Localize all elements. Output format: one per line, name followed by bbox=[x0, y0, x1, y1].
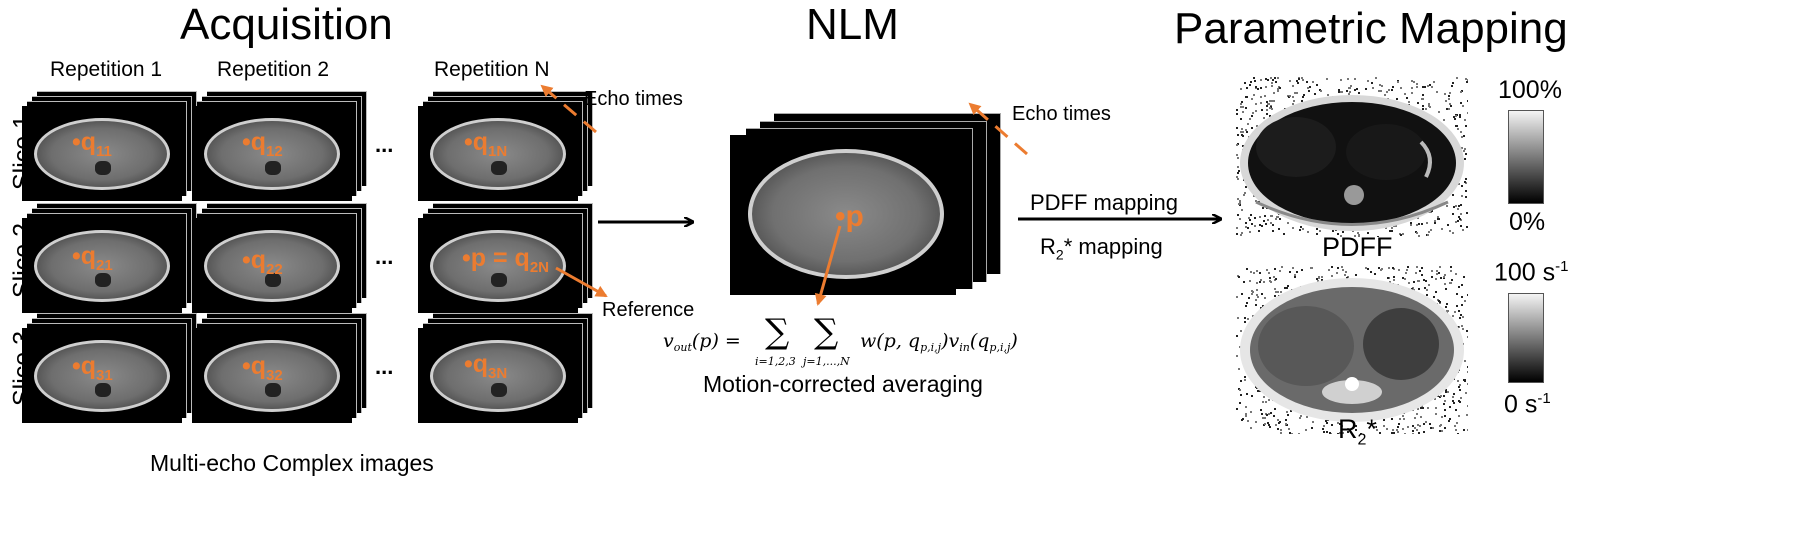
mri-stack-slice-2-rep-n bbox=[418, 203, 593, 313]
ellipsis-row-1: ... bbox=[375, 132, 394, 157]
label-q21: •q21 bbox=[72, 242, 113, 274]
ellipsis-row-3: ... bbox=[375, 354, 394, 379]
column-header-repetition-n: Repetition N bbox=[434, 58, 550, 81]
r2-caption: R2* bbox=[1338, 414, 1377, 449]
parametric-mapping-title: Parametric Mapping bbox=[1174, 4, 1568, 53]
multi-echo-caption: Multi-echo Complex images bbox=[150, 450, 434, 476]
mri-stack-slice-1-rep-2 bbox=[192, 91, 367, 201]
r2-colorbar-min: 0 s-1 bbox=[1504, 390, 1551, 419]
pdff-colorbar-max: 100% bbox=[1498, 76, 1562, 104]
nlm-image-stack bbox=[730, 113, 1001, 295]
r2-mapping-label: R2* mapping bbox=[1040, 234, 1163, 263]
acquisition-title: Acquisition bbox=[180, 0, 393, 49]
label-p-equals-q2n: •p = q2N bbox=[462, 244, 549, 276]
reference-label: Reference bbox=[602, 299, 695, 321]
column-header-repetition-1: Repetition 1 bbox=[50, 58, 163, 81]
arrow-echo-times-acquisition bbox=[540, 84, 597, 134]
ellipsis-row-2: ... bbox=[375, 244, 394, 269]
label-q3n: •q3N bbox=[464, 350, 508, 382]
motion-corrected-caption: Motion-corrected averaging bbox=[703, 371, 983, 397]
formula-sum2-index: j=1,...,N bbox=[803, 355, 850, 368]
arrow-reference bbox=[555, 266, 608, 298]
formula-lhs: vout(p) = bbox=[663, 330, 741, 354]
nlm-title: NLM bbox=[806, 0, 899, 49]
echo-times-label-nlm: Echo times bbox=[1012, 103, 1111, 125]
r2-map-image bbox=[1236, 266, 1468, 434]
mri-stack-slice-3-rep-n bbox=[418, 313, 593, 423]
pdff-colorbar bbox=[1508, 110, 1544, 204]
pdff-caption: PDFF bbox=[1322, 232, 1393, 262]
label-q32: •q32 bbox=[242, 352, 283, 384]
r2-colorbar-max: 100 s-1 bbox=[1494, 258, 1569, 287]
mri-stack-slice-1-rep-1 bbox=[22, 91, 197, 201]
label-p: •p bbox=[835, 200, 864, 233]
mri-stack-slice-3-rep-2 bbox=[192, 313, 367, 423]
label-q11: •q11 bbox=[72, 128, 112, 160]
echo-times-label-acquisition: Echo times bbox=[584, 88, 683, 110]
pdff-colorbar-min: 0% bbox=[1509, 208, 1546, 236]
column-header-repetition-2: Repetition 2 bbox=[217, 58, 330, 81]
pdff-map-image bbox=[1236, 77, 1468, 237]
pdff-mapping-label: PDFF mapping bbox=[1030, 190, 1178, 215]
mri-stack-slice-3-rep-1 bbox=[22, 313, 197, 423]
label-q31: •q31 bbox=[72, 352, 113, 384]
formula-sigma-2: ∑ bbox=[814, 312, 839, 352]
r2-colorbar bbox=[1508, 293, 1544, 383]
label-q12: •q12 bbox=[242, 128, 283, 160]
formula-sigma-1: ∑ bbox=[765, 312, 790, 352]
arrow-echo-times-nlm bbox=[968, 102, 1028, 156]
label-q1n: •q1N bbox=[464, 128, 508, 160]
mri-stack-slice-2-rep-2 bbox=[192, 203, 367, 313]
label-q22: •q22 bbox=[242, 246, 283, 278]
mri-stack-slice-2-rep-1 bbox=[22, 203, 197, 313]
arrow-p-to-formula bbox=[814, 225, 842, 306]
formula-rhs: w(p, qp,i,j)vin(qp,i,j) bbox=[860, 330, 1018, 354]
formula-sum1-index: i=1,2,3 bbox=[755, 355, 796, 368]
